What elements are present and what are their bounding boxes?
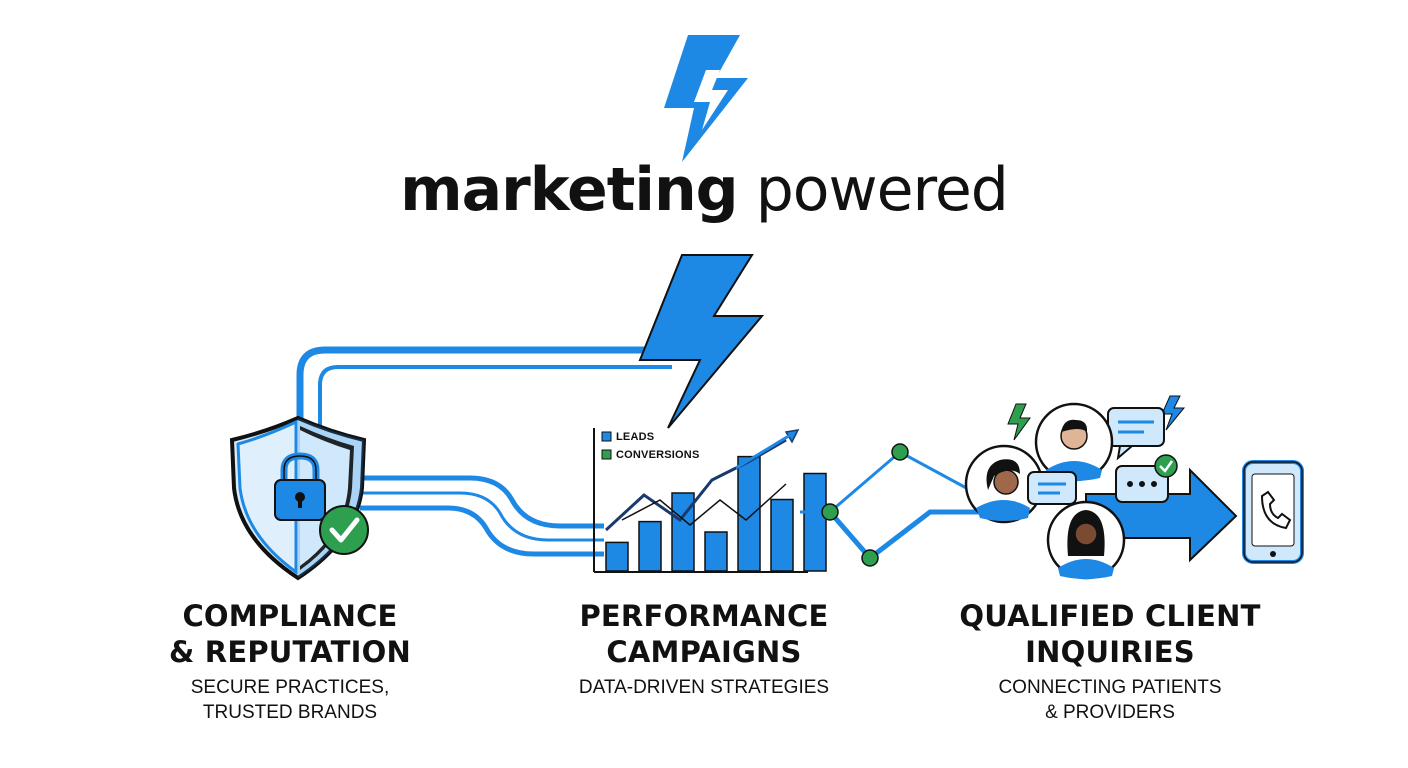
chart-bar-6	[770, 498, 794, 572]
connector-shield-to-bolt	[296, 346, 680, 430]
compliance-title: COMPLIANCE & REPUTATION	[169, 599, 411, 669]
chart-bar-2	[638, 520, 662, 572]
brand-bold: marketing	[400, 155, 738, 225]
chart-bar-4	[704, 531, 728, 572]
chart-bars	[605, 455, 827, 572]
top-lightning-icon	[664, 35, 748, 162]
chart-bar-1	[605, 541, 629, 572]
performance-subtitle: DATA-DRIVEN STRATEGIES	[578, 677, 830, 698]
performance-title: PERFORMANCE CAMPAIGNS	[579, 599, 829, 669]
connector-shield-to-chart	[360, 475, 604, 557]
brand-headline: marketing powered	[0, 160, 1408, 220]
legend-conversions: CONVERSIONS	[616, 449, 700, 461]
legend-leads: LEADS	[616, 431, 655, 443]
main-lightning-icon	[638, 254, 765, 429]
bar-chart-icon	[593, 428, 827, 573]
people-chat-icon	[964, 395, 1304, 580]
network-connector	[800, 443, 985, 567]
chart-bar-3	[671, 492, 695, 572]
compliance-subtitle: SECURE PRACTICES, TRUSTED BRANDS	[190, 677, 390, 723]
chart-bar-5	[737, 455, 761, 572]
shield-lock-icon	[229, 415, 369, 581]
inquiries-title: QUALIFIED CLIENT INQUIRIES	[959, 599, 1261, 669]
brand-regular: powered	[755, 155, 1009, 225]
inquiries-subtitle: CONNECTING PATIENTS & PROVIDERS	[998, 677, 1222, 723]
chart-bar-7	[803, 472, 827, 572]
